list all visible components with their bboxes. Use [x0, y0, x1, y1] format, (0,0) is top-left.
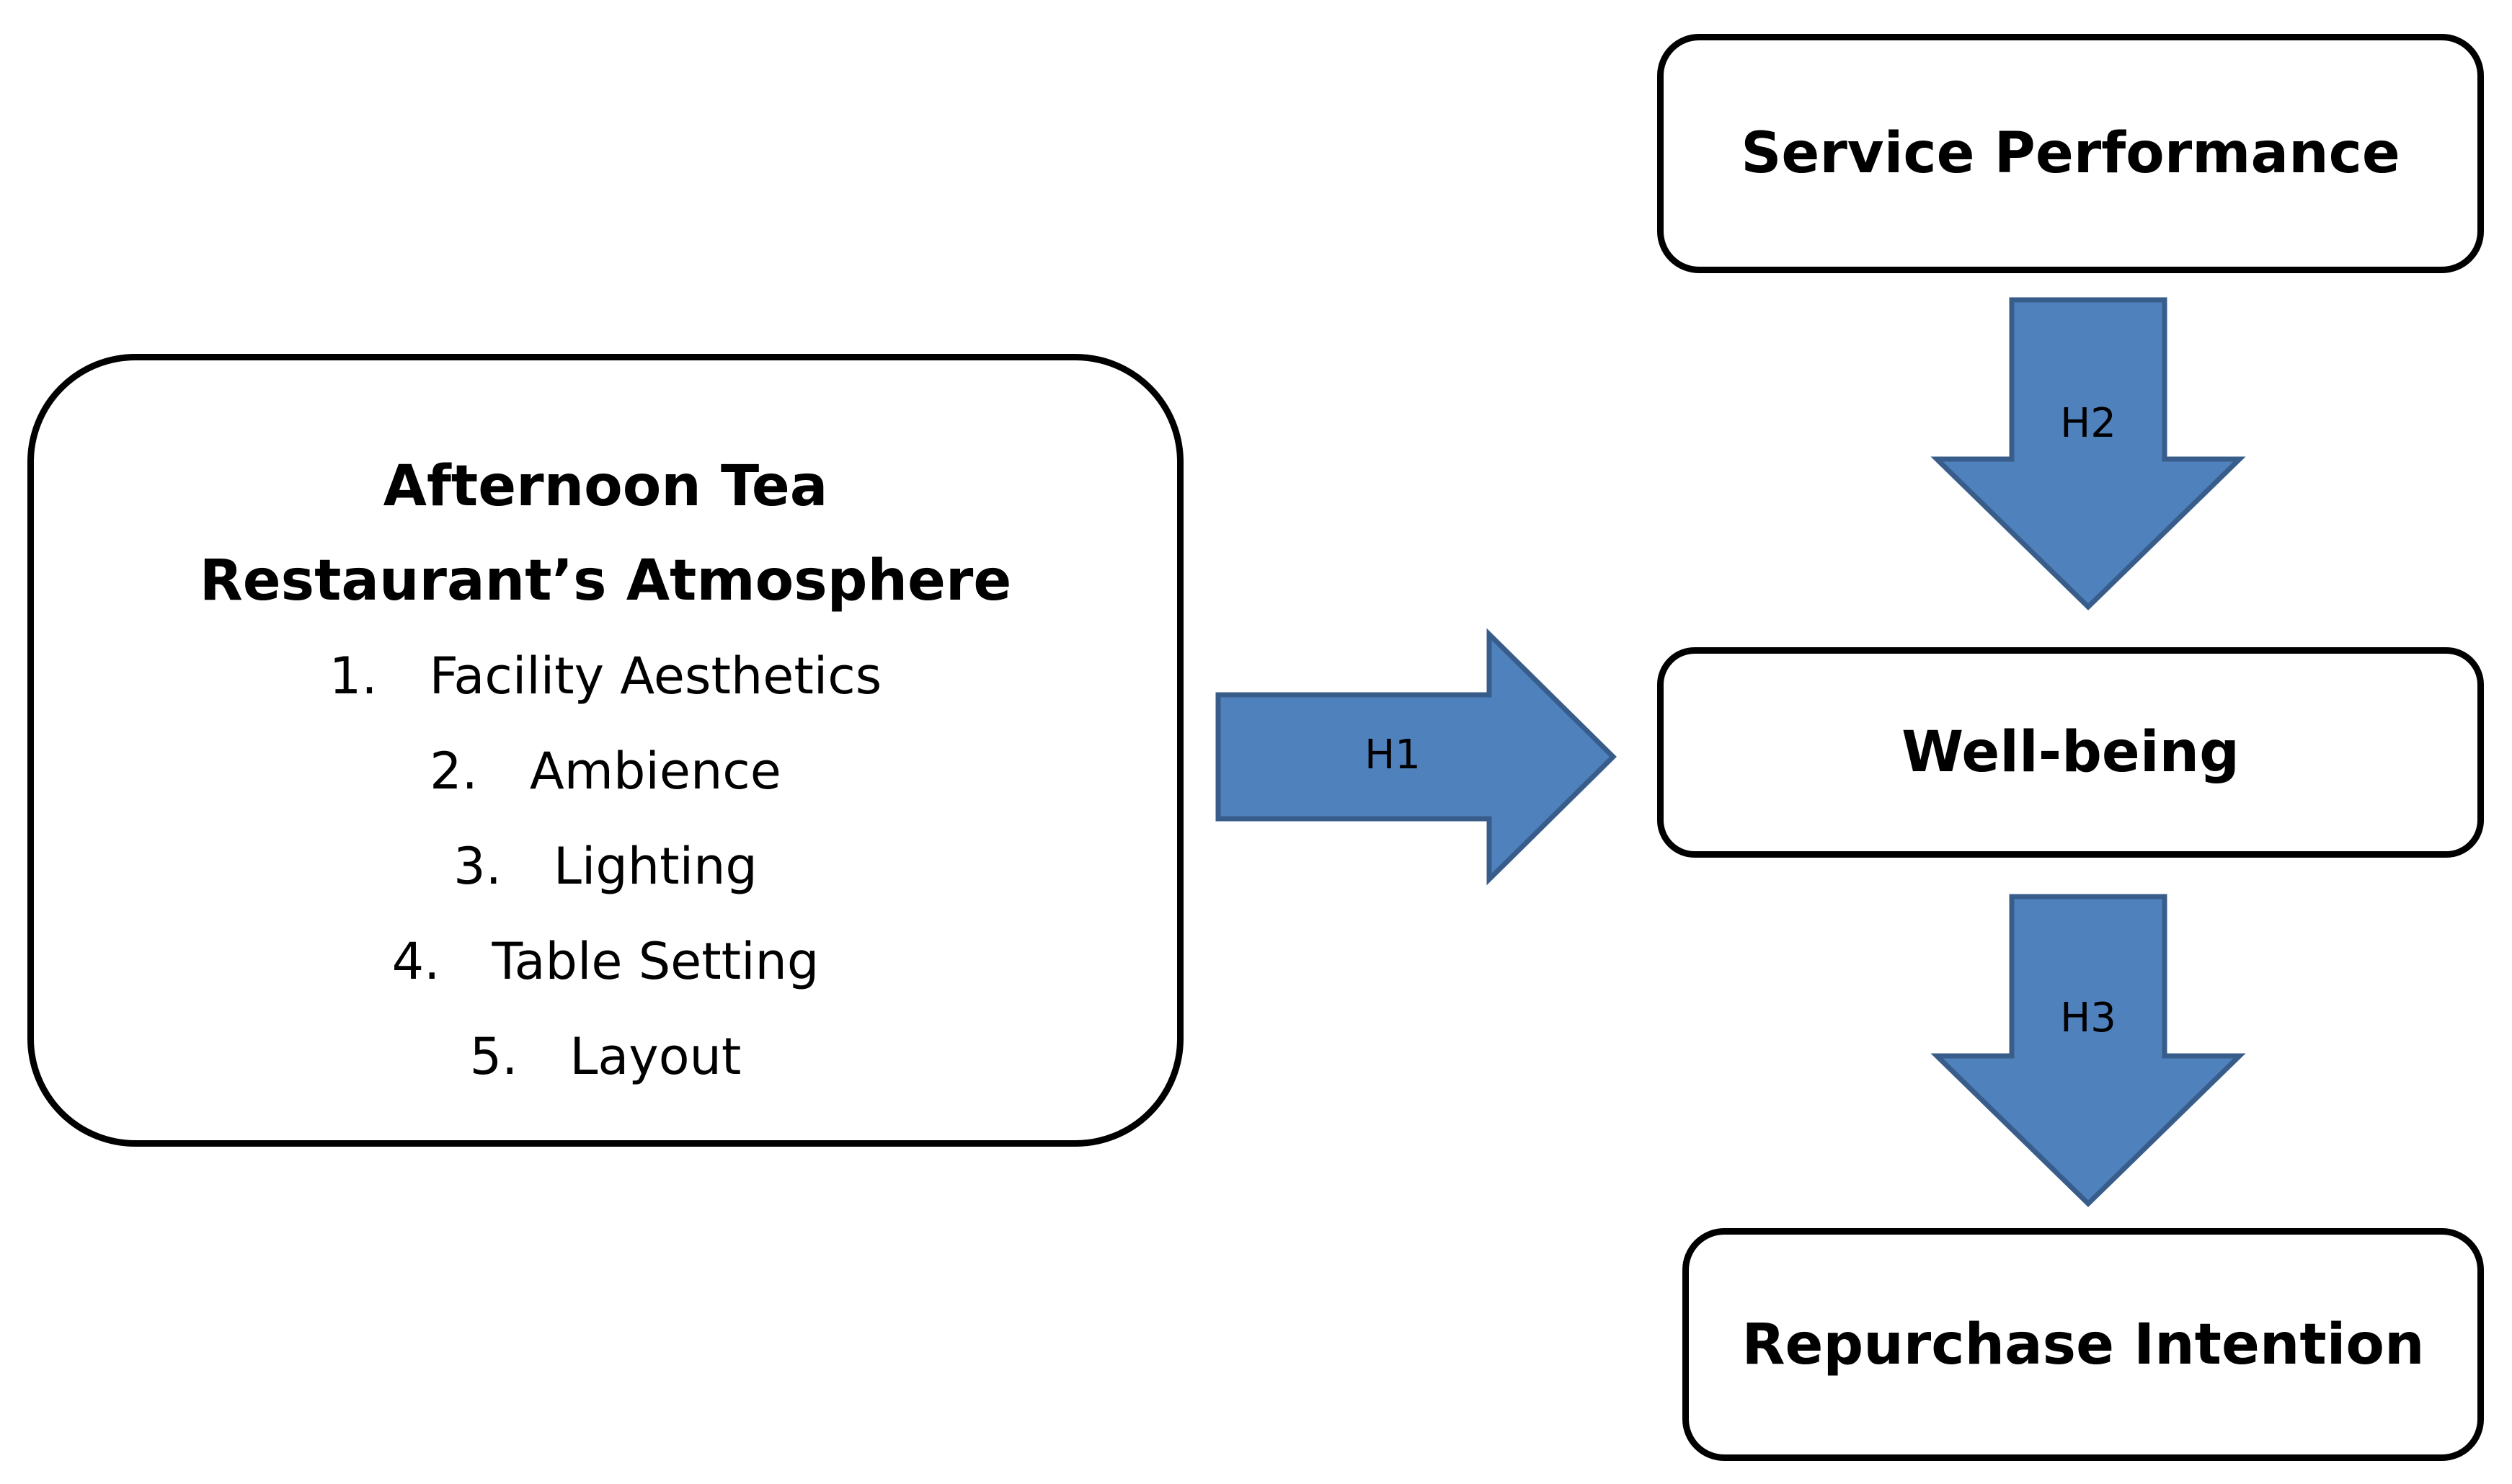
arrow-h1: H1 — [1215, 628, 1617, 886]
arrow-h3-label: H3 — [2060, 995, 2116, 1041]
attribute-item-layout: 5. Layout — [470, 1009, 742, 1104]
service-performance-box: Service Performance — [1657, 34, 2484, 273]
atmosphere-title-line2: Restaurant’s Atmosphere — [199, 548, 1012, 613]
repurchase-intention-label: Repurchase Intention — [1741, 1312, 2425, 1377]
attribute-number: 5. — [469, 1027, 518, 1086]
atmosphere-attribute-list: 1. Facility Aesthetics 2. Ambience 3. Light… — [329, 628, 882, 1104]
attribute-number: 4. — [391, 932, 440, 991]
repurchase-intention-box: Repurchase Intention — [1682, 1228, 2484, 1461]
attribute-label: Facility Aesthetics — [429, 647, 882, 706]
attribute-item-lighting: 3. Lighting — [453, 819, 758, 914]
atmosphere-title-line1: Afternoon Tea — [383, 454, 828, 519]
attribute-label: Ambience — [529, 742, 781, 801]
attribute-label: Table Setting — [492, 932, 820, 991]
attribute-number: 1. — [329, 647, 378, 706]
well-being-label: Well-being — [1901, 720, 2240, 785]
arrow-h1-shape — [1215, 628, 1617, 886]
service-performance-label: Service Performance — [1741, 121, 2400, 186]
arrow-h2-label: H2 — [2060, 400, 2116, 447]
attribute-number: 3. — [453, 837, 502, 896]
atmosphere-box: Afternoon Tea Restaurant’s Atmosphere 1.… — [27, 354, 1184, 1147]
attribute-number: 2. — [430, 742, 478, 801]
arrow-h1-label: H1 — [1364, 732, 1421, 778]
arrow-h2-shape — [1930, 297, 2246, 610]
attribute-item-table-setting: 4. Table Setting — [392, 914, 820, 1009]
attribute-item-ambience: 2. Ambience — [430, 724, 781, 819]
arrow-h2: H2 — [1930, 297, 2246, 610]
attribute-label: Lighting — [553, 837, 758, 896]
attribute-label: Layout — [569, 1027, 742, 1086]
arrow-h3-shape — [1930, 894, 2246, 1207]
arrow-h3: H3 — [1930, 894, 2246, 1207]
well-being-box: Well-being — [1657, 647, 2484, 858]
attribute-item-facility-aesthetics: 1. Facility Aesthetics — [329, 628, 882, 724]
